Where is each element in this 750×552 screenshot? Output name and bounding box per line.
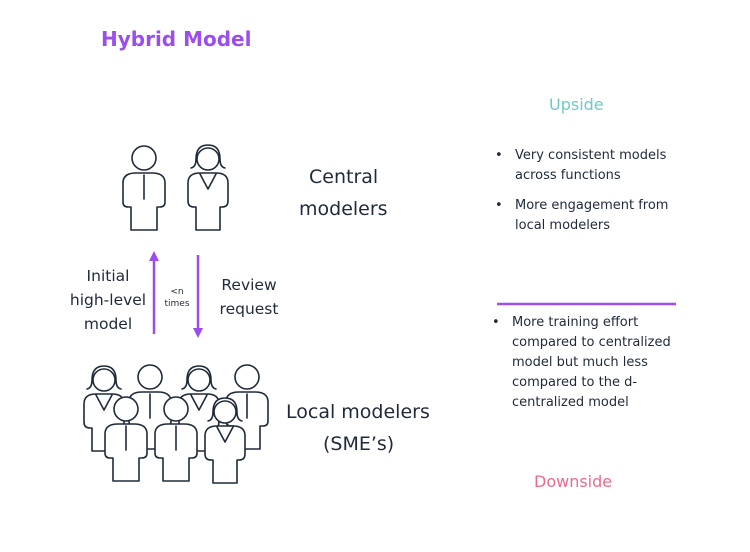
initial-label-line2: high-level (69, 291, 147, 309)
local-modelers-label: Local modelers (SME’s) (286, 396, 430, 460)
down-arrow (193, 255, 203, 338)
upside-item: Very consistent models across functions (495, 146, 680, 186)
central-female-icon (187, 144, 229, 231)
downside-item: More training effort compared to central… (492, 313, 678, 413)
review-request-label: Review request (212, 273, 286, 321)
up-arrow (149, 251, 159, 334)
iterations-label-line2: times (164, 299, 190, 309)
upside-heading: Upside (549, 95, 604, 114)
central-label-line1: Central (309, 166, 379, 188)
central-male-icon (122, 145, 166, 231)
initial-label-line1: Initial (86, 267, 130, 285)
initial-label-line3: model (83, 315, 133, 333)
review-label-line2: request (219, 300, 279, 318)
page-title: Hybrid Model (101, 27, 252, 51)
downside-list: More training effort compared to central… (492, 313, 678, 413)
review-label-line1: Review (221, 276, 277, 294)
upside-list: Very consistent models across functions … (495, 146, 680, 236)
local-label-line2: (SME’s) (323, 433, 395, 455)
upside-item: More engagement from local modelers (495, 196, 680, 236)
downside-heading: Downside (534, 472, 613, 491)
initial-model-label: Initial high-level model (66, 264, 150, 336)
central-modelers-label: Central modelers (299, 161, 388, 225)
central-label-line2: modelers (299, 198, 388, 220)
iterations-label-line1: <n (170, 287, 184, 297)
iterations-label: <n times (163, 286, 191, 310)
local-label-line1: Local modelers (286, 401, 430, 423)
